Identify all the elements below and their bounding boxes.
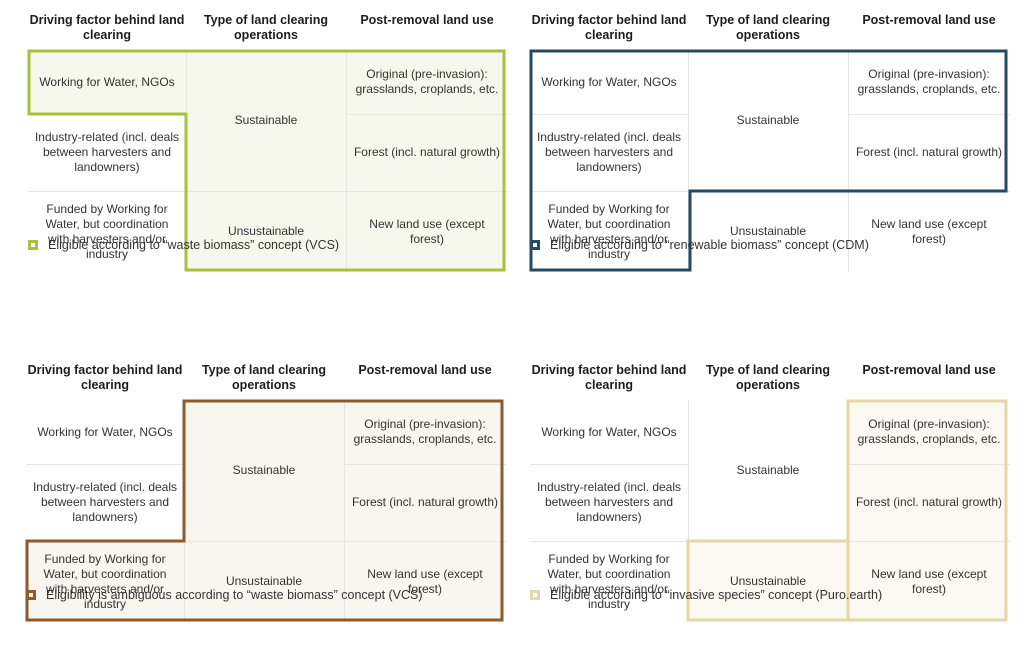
- legend-swatch-icon: [530, 240, 540, 250]
- header-type: Type of land clearing operations: [201, 363, 327, 392]
- eligible-region-outline: [686, 399, 1008, 622]
- header-post: Post-removal land use: [862, 363, 996, 377]
- header-driving: Driving factor behind land clearing: [29, 13, 185, 42]
- grid-line: [344, 400, 345, 622]
- cell-original: Original (pre-invasion): grasslands, cro…: [857, 417, 1001, 446]
- cell-funded: Funded by Working for Water, but coordin…: [45, 201, 169, 261]
- header-driving: Driving factor behind land clearing: [531, 363, 687, 392]
- eligible-region-fill: [27, 401, 502, 620]
- cell-industry: Industry-related (incl. deals between ha…: [536, 480, 682, 524]
- header-post: Post-removal land use: [862, 13, 996, 27]
- cell-sustainable: Sustainable: [736, 113, 800, 127]
- legend-swatch-icon: [530, 590, 540, 600]
- cell-original: Original (pre-invasion): grasslands, cro…: [353, 417, 497, 446]
- cell-industry: Industry-related (incl. deals between ha…: [536, 130, 682, 174]
- column-headers: Driving factor behind land clearing Type …: [530, 0, 1010, 50]
- cell-industry: Industry-related (incl. deals between ha…: [34, 130, 180, 174]
- cell-forest: Forest (incl. natural growth): [353, 145, 501, 159]
- grid-line: [848, 50, 849, 272]
- eligible-region-fill: [531, 51, 1006, 270]
- cell-unsustainable: Unsustainable: [729, 224, 807, 238]
- legend-label: Eligibility is ambiguous according to “w…: [46, 588, 423, 602]
- grid-line: [688, 400, 689, 622]
- grid-line: [848, 114, 1010, 115]
- header-type: Type of land clearing operations: [705, 363, 831, 392]
- grid-line: [346, 50, 347, 272]
- grid-line: [848, 464, 1010, 465]
- cell-forest: Forest (incl. natural growth): [351, 495, 499, 509]
- legend-label: Eligible according to “invasive species”…: [550, 588, 883, 602]
- panel-waste-biomass-ambiguous: Driving factor behind land clearing Type …: [25, 350, 506, 650]
- column-headers: Driving factor behind land clearing Type …: [28, 0, 508, 50]
- panel-waste-biomass: Driving factor behind land clearing Type …: [27, 0, 508, 300]
- cell-funded: Funded by Working for Water, but coordin…: [547, 201, 671, 261]
- cell-forest: Forest (incl. natural growth): [855, 145, 1003, 159]
- cell-newuse: New land use (except forest): [369, 216, 485, 246]
- cell-newuse: New land use (except forest): [871, 566, 987, 596]
- cell-original: Original (pre-invasion): grasslands, cro…: [355, 67, 499, 96]
- cell-sustainable: Sustainable: [736, 463, 800, 477]
- header-type: Type of land clearing operations: [705, 13, 831, 42]
- legend-swatch-icon: [28, 240, 38, 250]
- header-type: Type of land clearing operations: [203, 13, 329, 42]
- eligible-region-fill: [688, 401, 1006, 620]
- cell-industry: Industry-related (incl. deals between ha…: [32, 480, 178, 524]
- legend: Eligible according to “invasive species”…: [530, 586, 1010, 604]
- eligible-region-outline: [27, 49, 506, 272]
- header-post: Post-removal land use: [360, 13, 494, 27]
- grid-line: [28, 191, 508, 192]
- eligible-region-fill: [29, 51, 504, 270]
- grid-line: [530, 114, 688, 115]
- cell-working: Working for Water, NGOs: [541, 74, 677, 89]
- grid-line: [688, 50, 689, 272]
- header-post: Post-removal land use: [358, 363, 492, 377]
- grid-line: [344, 464, 506, 465]
- header-driving: Driving factor behind land clearing: [27, 363, 183, 392]
- legend-swatch-icon: [26, 590, 36, 600]
- eligible-region-outline: [529, 49, 1008, 272]
- cell-working: Working for Water, NGOs: [39, 74, 175, 89]
- grid-line: [346, 114, 508, 115]
- grid-line: [26, 464, 184, 465]
- cell-working: Working for Water, NGOs: [541, 424, 677, 439]
- header-driving: Driving factor behind land clearing: [531, 13, 687, 42]
- panel-renewable-biomass: Driving factor behind land clearing Type …: [529, 0, 1010, 300]
- column-headers: Driving factor behind land clearing Type …: [26, 350, 506, 400]
- legend: Eligible according to “renewable biomass…: [530, 236, 1010, 254]
- legend: Eligibility is ambiguous according to “w…: [26, 586, 506, 604]
- cell-unsustainable: Unsustainable: [729, 574, 807, 588]
- cell-funded: Funded by Working for Water, but coordin…: [547, 551, 671, 611]
- column-headers: Driving factor behind land clearing Type …: [530, 350, 1010, 400]
- cell-forest: Forest (incl. natural growth): [855, 495, 1003, 509]
- cell-newuse: New land use (except forest): [367, 566, 483, 596]
- legend-label: Eligible according to “waste biomass” co…: [48, 238, 340, 252]
- cell-unsustainable: Unsustainable: [225, 574, 303, 588]
- cell-sustainable: Sustainable: [234, 113, 298, 127]
- grid-line: [26, 541, 506, 542]
- cell-original: Original (pre-invasion): grasslands, cro…: [857, 67, 1001, 96]
- legend: Eligible according to “waste biomass” co…: [28, 236, 508, 254]
- grid-line: [530, 464, 688, 465]
- eligible-region-outline: [25, 399, 504, 622]
- cell-sustainable: Sustainable: [232, 463, 296, 477]
- cell-unsustainable: Unsustainable: [227, 224, 305, 238]
- cell-newuse: New land use (except forest): [871, 216, 987, 246]
- legend-label: Eligible according to “renewable biomass…: [550, 238, 869, 252]
- cell-funded: Funded by Working for Water, but coordin…: [43, 551, 167, 611]
- panel-invasive-species: Driving factor behind land clearing Type …: [530, 350, 1010, 650]
- cell-working: Working for Water, NGOs: [37, 424, 173, 439]
